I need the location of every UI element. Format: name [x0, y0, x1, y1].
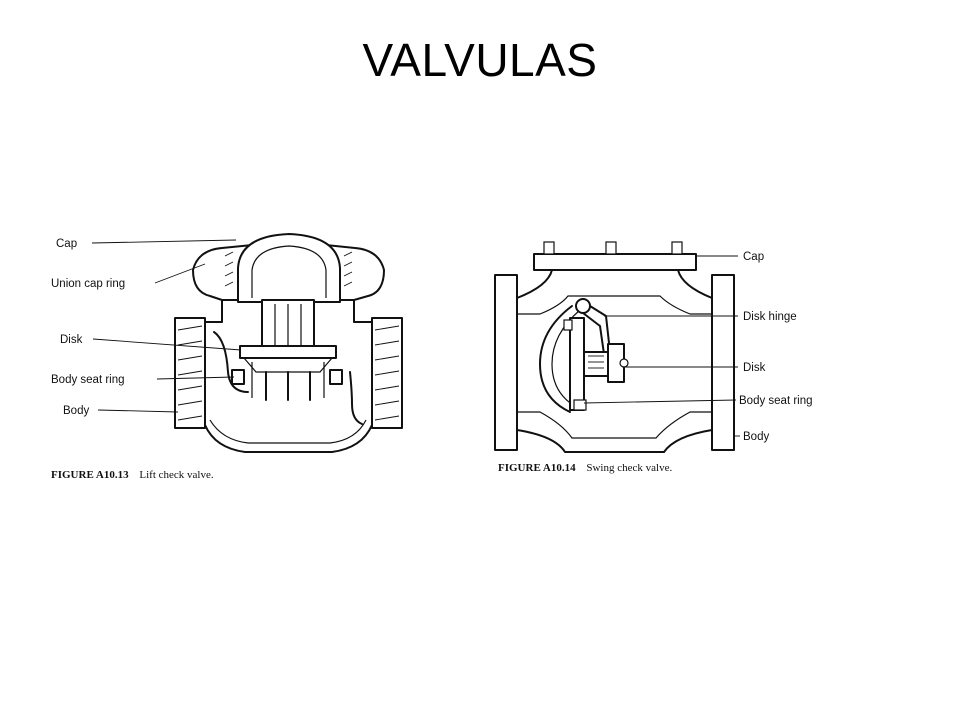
lift-label-cap: Cap: [56, 238, 77, 250]
swing-figure-title: Swing check valve.: [586, 462, 672, 474]
swing-label-body: Body: [743, 431, 769, 443]
swing-figure-caption: FIGURE A10.14 Swing check valve.: [498, 462, 672, 474]
lift-label-body-seat-ring: Body seat ring: [51, 374, 125, 386]
swing-label-body-seat-ring: Body seat ring: [739, 395, 813, 407]
lift-label-union-cap-ring: Union cap ring: [51, 278, 125, 290]
lift-figure-number: FIGURE A10.13: [51, 469, 129, 481]
swing-label-cap: Cap: [743, 251, 764, 263]
lift-figure-title: Lift check valve.: [139, 469, 213, 481]
lift-figure-caption: FIGURE A10.13 Lift check valve.: [51, 469, 214, 481]
lift-check-valve-leaders: [91, 239, 242, 413]
lift-check-valve-drawing: [174, 233, 403, 453]
swing-label-disk: Disk: [743, 362, 766, 374]
swing-label-disk-hinge: Disk hinge: [743, 311, 797, 323]
slide-title: VALVULAS: [362, 34, 598, 86]
swing-check-valve-leaders: [583, 255, 740, 437]
lift-label-disk: Disk: [60, 334, 83, 346]
lift-label-body: Body: [63, 405, 89, 417]
swing-figure-number: FIGURE A10.14: [498, 462, 576, 474]
swing-check-valve-drawing: [494, 241, 735, 453]
